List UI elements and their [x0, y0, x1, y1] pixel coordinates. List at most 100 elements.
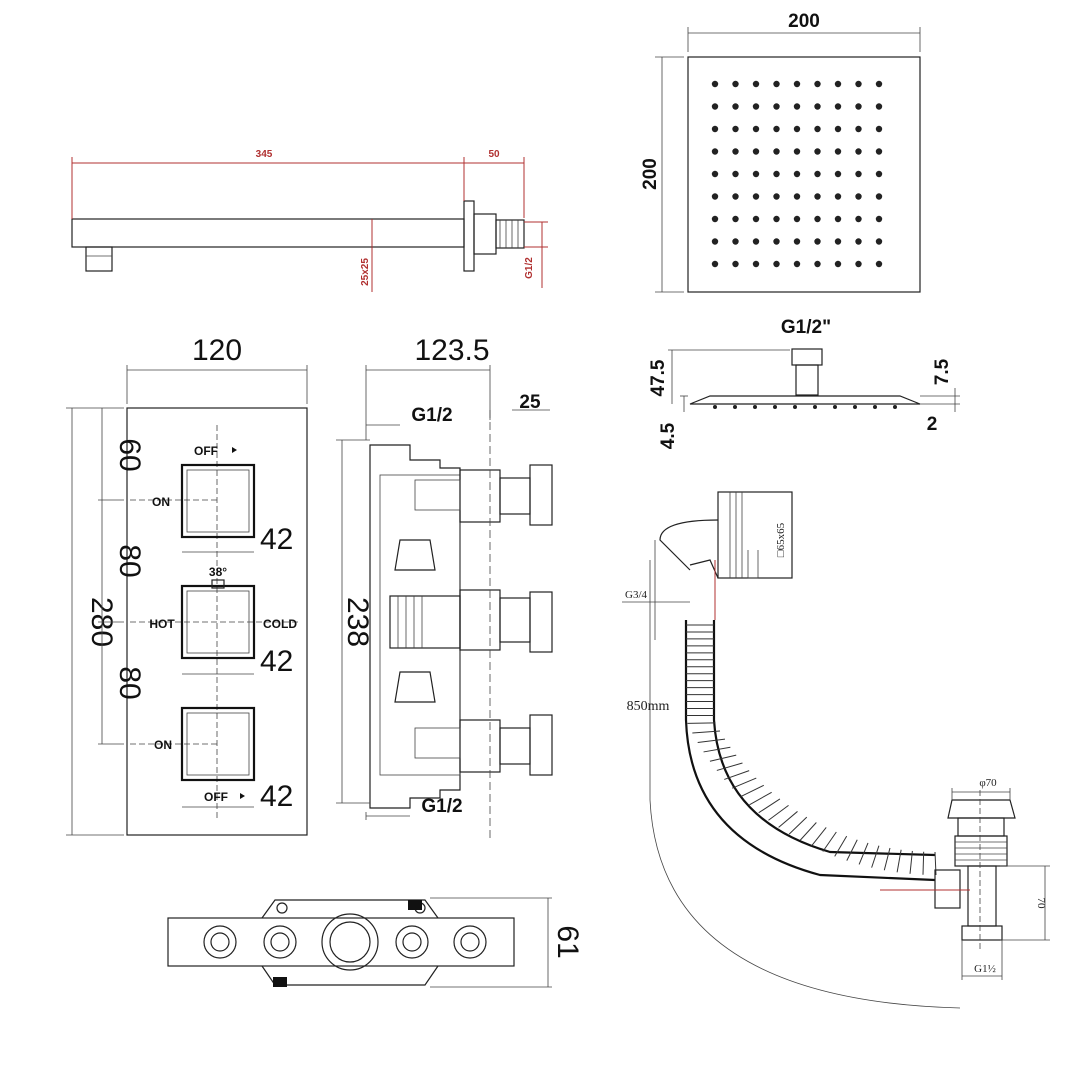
nozzle-dot — [711, 170, 719, 178]
side-nozzle-dot — [733, 405, 737, 409]
side-nozzle-dot — [793, 405, 797, 409]
angle-label: 38° — [209, 565, 227, 579]
gap-top-label: 60 — [113, 438, 146, 471]
hose-rib — [934, 851, 937, 876]
nozzle-dot — [855, 103, 862, 110]
nozzle-dot — [793, 193, 801, 200]
flexible-hose-inner — [712, 620, 936, 857]
hose-rib — [709, 754, 737, 762]
head-plate — [687, 56, 921, 293]
nozzle-dot — [752, 260, 760, 268]
nozzle-dot — [752, 80, 760, 88]
faceplate-front: 120 280 60 80 80 42 42 — [66, 334, 308, 836]
nozzle-dot — [814, 103, 821, 110]
gap-mid-label: 80 — [113, 544, 146, 577]
nozzle-dot — [711, 193, 719, 200]
nozzle-dot — [752, 215, 760, 223]
head-thread-label: G1/2" — [781, 317, 831, 338]
nozzle-dot — [773, 193, 780, 200]
arm-wall-flange — [463, 200, 475, 272]
nozzle-dot — [855, 215, 862, 223]
arm-length-label: 345 — [256, 149, 273, 160]
faceplate-outline — [126, 407, 308, 836]
cartridge-bottom — [414, 714, 553, 776]
knob-bottom: 42 — [180, 706, 293, 813]
on-top-label: ON — [152, 495, 170, 509]
nozzle-dot — [814, 193, 821, 200]
arm-thread-label: G1/2 — [524, 257, 535, 279]
knob-top: 42 — [180, 463, 293, 556]
nozzle-dot — [855, 170, 862, 178]
arm-thread — [495, 219, 525, 249]
nozzle-dot — [773, 260, 780, 268]
side-nozzle-dot — [873, 405, 877, 409]
shower-head-side: G1/2" 47.5 4.5 7.5 2 — [648, 317, 960, 449]
arm-section-label: 25x25 — [360, 258, 371, 286]
side-nozzle-dot — [753, 405, 757, 409]
nozzle-dot — [773, 103, 780, 110]
side-nozzle-dot — [893, 405, 897, 409]
nozzle-dot — [875, 125, 883, 133]
nozzle-dot — [793, 170, 801, 178]
nozzle-dot — [773, 125, 780, 133]
hose-rib — [697, 738, 726, 743]
hose-rib — [922, 851, 925, 875]
flexible-hose-outer — [684, 620, 936, 882]
nozzle-dot — [711, 260, 719, 268]
nozzle-dot — [732, 80, 739, 88]
valve-body-side: 123.5 G1/2 25 238 — [336, 334, 553, 840]
shower-head-plan: 200 200 — [640, 11, 921, 293]
nozzle-dot — [834, 103, 842, 110]
nozzle-dot — [875, 238, 883, 245]
nozzle-dot — [834, 148, 842, 155]
hose-rib — [692, 730, 721, 734]
head-width-label: 200 — [788, 11, 820, 32]
nozzle-dot — [855, 260, 862, 268]
nozzle-dot — [875, 103, 883, 110]
nozzle-dot — [834, 80, 842, 88]
cartridge-middle — [389, 589, 553, 653]
nozzle-dot — [814, 238, 821, 245]
side-nozzle-dot — [773, 405, 777, 409]
side-nozzle-dot — [853, 405, 857, 409]
hose-rib — [909, 850, 913, 874]
side-nozzle-dot — [713, 405, 717, 409]
nozzle-dot — [814, 170, 821, 178]
hose-rib — [834, 835, 848, 857]
nozzle-dot — [732, 193, 739, 200]
hose-rib — [724, 770, 750, 780]
nozzle-dot — [793, 80, 801, 88]
on-bottom-label: ON — [154, 738, 172, 752]
hose-rib — [778, 811, 798, 828]
shower-arm-drawing: 345 50 25x25 G1/2 — [71, 149, 548, 292]
hose-rib — [896, 849, 902, 873]
nozzle-dot — [834, 125, 842, 133]
nozzle-dot — [732, 260, 739, 268]
nozzle-dot — [875, 80, 883, 88]
nozzle-dot — [732, 148, 739, 155]
hose-rib — [749, 791, 772, 806]
waste-diameter-label: φ70 — [979, 777, 997, 789]
hose-ribs — [686, 624, 937, 876]
nozzle-dot — [732, 170, 739, 178]
nozzle-dot — [793, 215, 801, 223]
side-nozzle-dot — [813, 405, 817, 409]
valve-bottom-view: 61 — [167, 897, 584, 988]
nozzle-dot — [752, 193, 760, 200]
head-height-label: 200 — [640, 158, 661, 190]
nozzle-dot — [834, 193, 842, 200]
nozzle-dot — [834, 170, 842, 178]
hose-rib — [703, 746, 731, 753]
nozzle-dot — [732, 103, 739, 110]
gap-low-label: 80 — [113, 666, 146, 699]
nozzle-dot — [752, 238, 760, 245]
square-label: □65x65 — [775, 522, 787, 557]
knob-middle: 42 — [180, 579, 293, 678]
nozzle-dot — [711, 125, 719, 133]
nozzle-dot — [834, 260, 842, 268]
nozzle-dot — [875, 260, 883, 268]
valve-outlet-label: 25 — [519, 392, 541, 413]
nozzle-dot — [855, 148, 862, 155]
arm-flange-label: 50 — [488, 149, 500, 160]
faceplate-width-label: 120 — [192, 334, 242, 367]
